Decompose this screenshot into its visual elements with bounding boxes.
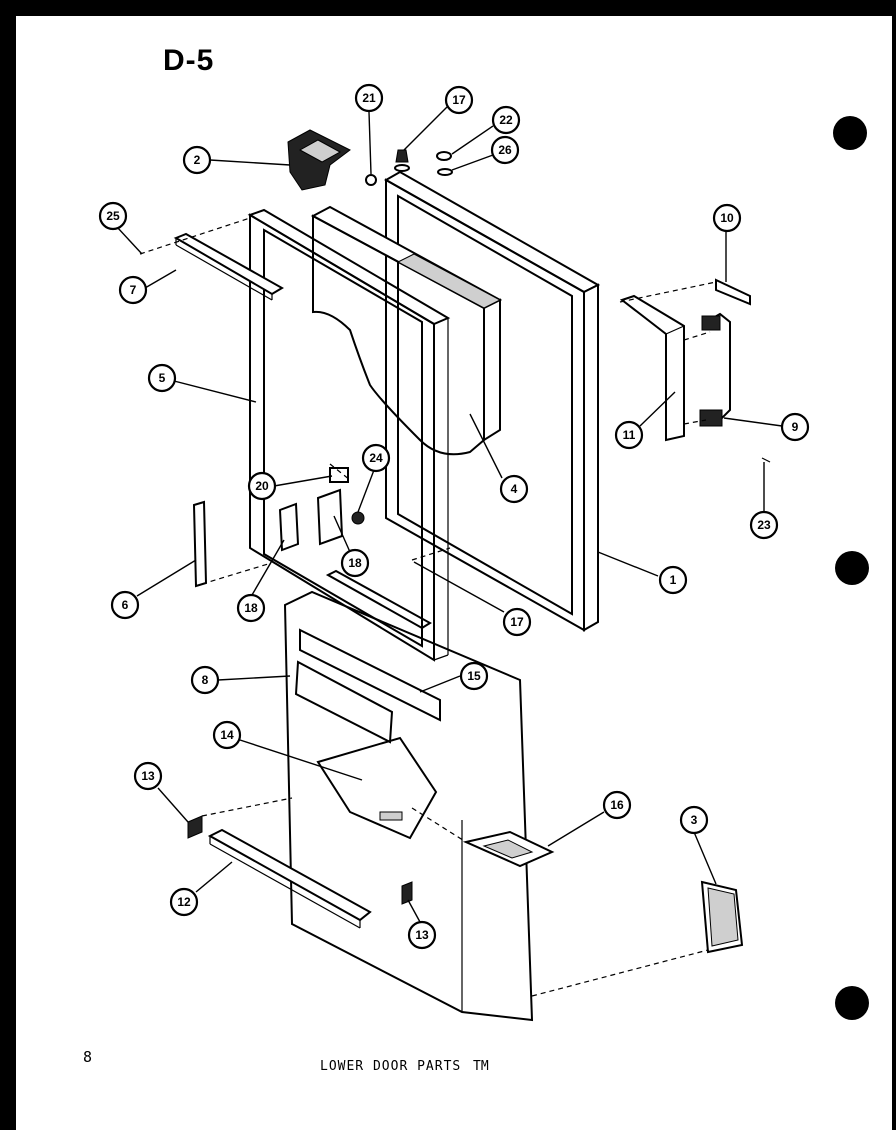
svg-text:23: 23 <box>757 518 771 532</box>
callout-2: 2 <box>182 145 212 175</box>
callout-6: 6 <box>110 590 140 620</box>
callout-3: 3 <box>679 805 709 835</box>
callout-9: 9 <box>780 412 810 442</box>
part-cover-plate <box>700 880 744 954</box>
part-top-hardware <box>365 149 453 186</box>
binder-hole-top <box>833 116 867 150</box>
svg-text:3: 3 <box>691 813 698 827</box>
callout-leader-lines <box>116 105 783 923</box>
svg-text:24: 24 <box>369 451 383 465</box>
svg-text:13: 13 <box>141 769 155 783</box>
part-gasket <box>247 208 451 662</box>
part-door-liner <box>283 569 534 1022</box>
callout-15: 15 <box>459 661 489 691</box>
svg-text:7: 7 <box>130 283 137 297</box>
svg-text:5: 5 <box>159 371 166 385</box>
binder-hole-middle <box>835 551 869 585</box>
svg-text:1: 1 <box>670 573 677 587</box>
svg-text:18: 18 <box>348 556 362 570</box>
binder-hole-bottom <box>835 986 869 1020</box>
callout-23: 23 <box>749 510 779 540</box>
callout-20: 20 <box>247 471 277 501</box>
callout-17-top: 17 <box>444 85 474 115</box>
part-top-trim-strip <box>173 232 284 301</box>
svg-text:15: 15 <box>467 669 481 683</box>
svg-text:26: 26 <box>498 143 512 157</box>
part-door-frame <box>383 170 601 632</box>
svg-text:11: 11 <box>623 428 636 442</box>
callout-13-left: 13 <box>133 761 163 791</box>
svg-text:22: 22 <box>499 113 513 127</box>
callout-21: 21 <box>354 83 384 113</box>
callout-8: 8 <box>190 665 220 695</box>
svg-text:4: 4 <box>511 482 518 496</box>
svg-text:14: 14 <box>220 728 234 742</box>
callout-13-bottom: 13 <box>407 920 437 950</box>
svg-text:2: 2 <box>194 153 201 167</box>
callout-10: 10 <box>712 203 742 233</box>
callout-14: 14 <box>212 720 242 750</box>
svg-text:6: 6 <box>122 598 129 612</box>
callout-25: 25 <box>98 201 128 231</box>
svg-text:25: 25 <box>106 209 120 223</box>
diagram-title: D-5 <box>163 44 215 77</box>
svg-text:18: 18 <box>244 601 258 615</box>
part-recessed-panel <box>316 736 438 840</box>
part-bottom-trim <box>207 828 372 929</box>
callout-24: 24 <box>361 443 391 473</box>
callout-26: 26 <box>490 135 520 165</box>
part-clips <box>187 815 413 905</box>
part-handle-group <box>619 278 771 463</box>
svg-text:10: 10 <box>720 211 734 225</box>
callout-12: 12 <box>169 887 199 917</box>
diagram-caption: LOWER DOOR PARTS <box>320 1059 462 1074</box>
svg-text:21: 21 <box>362 91 376 105</box>
part-side-strip <box>192 500 208 588</box>
callout-1: 1 <box>658 565 688 595</box>
svg-text:9: 9 <box>792 420 799 434</box>
callout-4: 4 <box>499 474 529 504</box>
svg-text:16: 16 <box>610 798 624 812</box>
drawing-sheet <box>16 16 892 1130</box>
svg-text:13: 13 <box>415 928 429 942</box>
callout-11: 11 <box>614 420 644 450</box>
callout-18-left: 18 <box>236 593 266 623</box>
callout-7: 7 <box>118 275 148 305</box>
part-tray <box>462 830 555 868</box>
part-hinge-hardware <box>278 467 365 552</box>
page-number: 8 <box>83 1048 93 1066</box>
svg-text:17: 17 <box>510 615 524 629</box>
callout-16: 16 <box>602 790 632 820</box>
callout-5: 5 <box>147 363 177 393</box>
diagram-caption-code: TM <box>473 1059 489 1074</box>
svg-text:17: 17 <box>452 93 466 107</box>
svg-text:20: 20 <box>255 479 269 493</box>
assembly-guide-lines <box>139 217 717 997</box>
callout-17-bottom: 17 <box>502 607 532 637</box>
callout-22: 22 <box>491 105 521 135</box>
part-bracket <box>287 129 351 191</box>
part-insulation-block <box>310 205 503 456</box>
callout-18-right: 18 <box>340 548 370 578</box>
svg-text:12: 12 <box>177 895 191 909</box>
svg-text:8: 8 <box>202 673 209 687</box>
